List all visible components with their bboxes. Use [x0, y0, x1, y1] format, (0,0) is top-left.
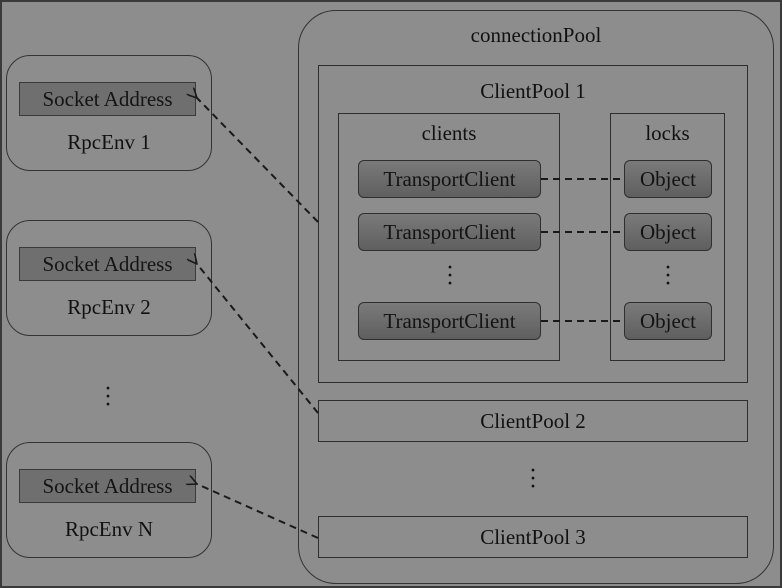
rpcenv-n-box: Socket Address RpcEnv N: [6, 442, 212, 558]
rpcenv-1-box: Socket Address RpcEnv 1: [6, 55, 212, 171]
client-pool-3-box: ClientPool 3: [318, 516, 748, 558]
transport-client-1: TransportClient: [358, 160, 541, 198]
pool2-to-rpcenv2-arrow: [197, 264, 319, 414]
clients-title: clients: [421, 121, 477, 145]
connection-pool-title: connectionPool: [470, 23, 602, 47]
transport-client-2: TransportClient: [358, 213, 541, 251]
pool3-to-rpcenvn-arrow: [197, 484, 319, 539]
clients-ellipsis: ···: [446, 255, 454, 297]
rpcenv-2-socket-address: Socket Address: [19, 247, 196, 281]
client-pool-1-box: ClientPool 1: [318, 65, 748, 383]
clients-column: clients: [338, 113, 560, 361]
rpcenv-2-label: RpcEnv 2: [67, 295, 151, 319]
client-pools-ellipsis: ···: [529, 458, 537, 500]
rpcenv-2-box: Socket Address RpcEnv 2: [6, 220, 212, 336]
client-pool-2-title: ClientPool 2: [480, 409, 586, 433]
rpcenv-n-label: RpcEnv N: [64, 517, 154, 541]
connection-pool-box: connectionPool: [298, 10, 774, 584]
client-pool-2-box: ClientPool 2: [318, 400, 748, 442]
locks-ellipsis: ···: [664, 255, 672, 297]
client-pool-3-title: ClientPool 3: [480, 525, 586, 549]
lock-object-2: Object: [624, 213, 712, 251]
rpcenv-1-socket-address: Socket Address: [19, 82, 196, 116]
pool1-to-rpcenv1-arrow: [197, 98, 319, 223]
locks-column: locks: [610, 113, 725, 361]
locks-title: locks: [645, 121, 690, 145]
lock-object-1: Object: [624, 160, 712, 198]
lock-object-3: Object: [624, 302, 712, 340]
client-pool-1-title: ClientPool 1: [480, 79, 586, 103]
rpcenv-1-label: RpcEnv 1: [67, 130, 151, 154]
rpcenv-n-socket-address: Socket Address: [19, 469, 196, 503]
rpcenv-ellipsis: ···: [104, 376, 112, 418]
transport-client-3: TransportClient: [358, 302, 541, 340]
